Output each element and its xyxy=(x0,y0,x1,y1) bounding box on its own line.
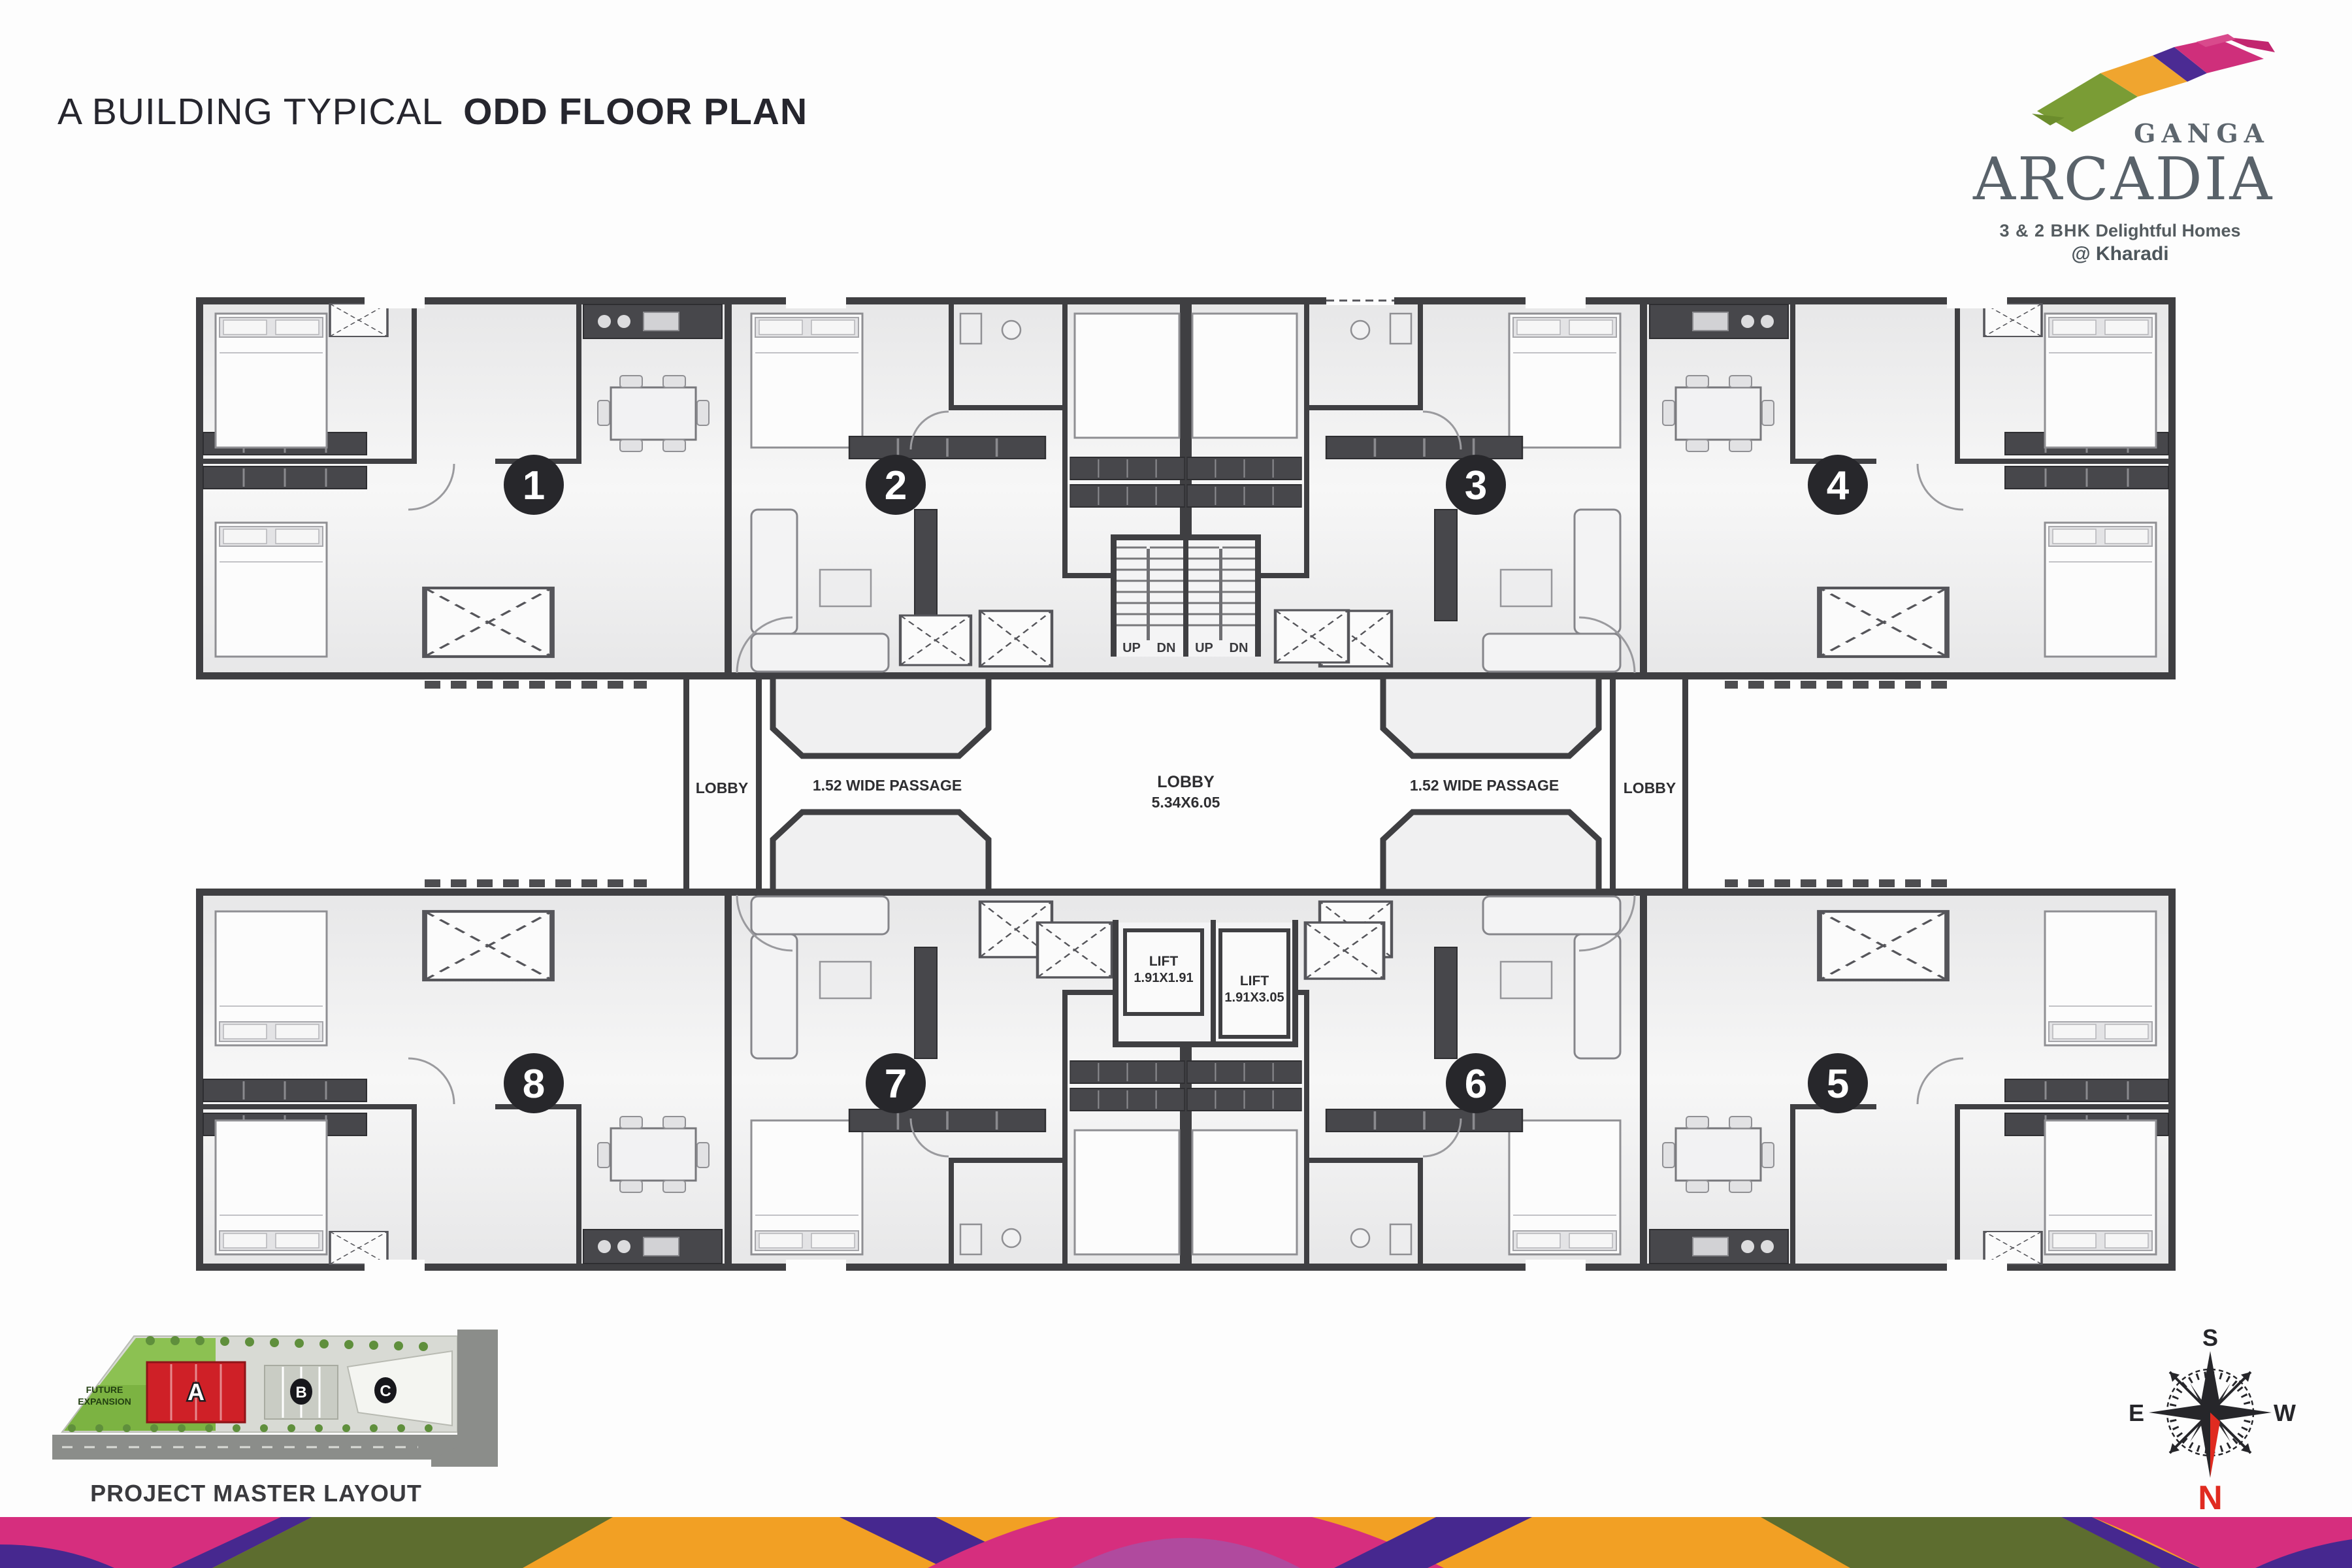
stair-label-up1: UP xyxy=(1122,641,1141,655)
ganga-arcadia-logo: GANGA ARCADIA 3 & 2 BHK Delightful Homes… xyxy=(1967,33,2280,265)
building-a-label: A xyxy=(188,1379,204,1405)
footer-wedge-purple-left xyxy=(171,1517,312,1568)
unit-badge-3: 3 xyxy=(1446,455,1506,515)
lobby-left-label: LOBBY xyxy=(696,779,749,796)
brush-magenta-streak1 xyxy=(2223,37,2275,52)
road-right xyxy=(431,1330,498,1467)
compass-east-label: E xyxy=(2129,1399,2144,1426)
svg-text:1: 1 xyxy=(523,463,545,508)
master-layout-caption: PROJECT MASTER LAYOUT xyxy=(90,1480,422,1507)
lift2-dim: 1.91X3.05 xyxy=(1224,990,1284,1005)
unit-badges: 1 2 3 4 5 6 7 8 xyxy=(504,455,1868,1113)
logo-name: ARCADIA xyxy=(1973,145,2274,214)
lobby-center-label: LOBBY xyxy=(1157,773,1215,791)
passage-left-label: 1.52 WIDE PASSAGE xyxy=(813,777,962,794)
brush-orange xyxy=(2100,56,2187,97)
stair-label-dn2: DN xyxy=(1230,641,1249,655)
unit-badge-6: 6 xyxy=(1446,1053,1506,1113)
footer-arch-inner xyxy=(1071,1538,1300,1568)
svg-text:6: 6 xyxy=(1465,1062,1487,1107)
top-wing xyxy=(196,293,2176,685)
lobby-center-dim: 5.34X6.05 xyxy=(1152,794,1220,811)
svg-text:4: 4 xyxy=(1827,463,1850,508)
future-expansion-label2: EXPANSION xyxy=(78,1396,131,1407)
brush-purple xyxy=(2153,47,2207,82)
passage-room-top-right xyxy=(1383,676,1599,756)
lift-block: LIFT 1.91X1.91 LIFT 1.91X3.05 xyxy=(1113,920,1298,1047)
logo-tagline-rest: Delightful Homes xyxy=(2091,221,2241,240)
building-b-footprint: B xyxy=(264,1365,338,1420)
brush-magenta-streak2 xyxy=(2197,34,2236,47)
footer-wedge-purple-cr xyxy=(1334,1517,1532,1568)
passage-room-bottom-right xyxy=(1383,812,1599,892)
tree-row-icons xyxy=(68,1336,433,1432)
unit-badge-8: 8 xyxy=(504,1053,564,1113)
stair-label-up2: UP xyxy=(1195,641,1213,655)
footer-wedge-purple-right xyxy=(2061,1517,2200,1568)
passage-right-label: 1.52 WIDE PASSAGE xyxy=(1410,777,1559,794)
svg-text:8: 8 xyxy=(523,1062,545,1107)
logo-tagline-bold: 3 & 2 BHK xyxy=(1999,221,2091,240)
footer-band-green-right xyxy=(1761,1517,2163,1568)
footer-accent-purple-left xyxy=(0,1544,114,1568)
passage-room-bottom-left xyxy=(773,812,988,892)
compass-south-label: S xyxy=(2202,1324,2218,1351)
logo-location: @ Kharadi xyxy=(2071,243,2169,265)
svg-text:7: 7 xyxy=(885,1062,907,1107)
svg-text:5: 5 xyxy=(1827,1062,1849,1107)
passage-room-top-left xyxy=(773,676,988,756)
svg-text:3: 3 xyxy=(1465,463,1487,508)
footer-accent-purple-right xyxy=(2255,1539,2352,1568)
brush-green-tail xyxy=(2032,114,2065,125)
unit-badge-7: 7 xyxy=(866,1053,926,1113)
building-a-footprint: A xyxy=(146,1361,246,1424)
page-title: A BUILDING TYPICAL ODD FLOOR PLAN xyxy=(57,90,808,133)
lift2-label: LIFT xyxy=(1240,973,1269,988)
compass-rose-icon: S E W N xyxy=(2129,1324,2296,1517)
building-c-footprint: C xyxy=(346,1350,453,1427)
unit-badge-5: 5 xyxy=(1808,1053,1868,1113)
logo-brand: GANGA xyxy=(2134,119,2270,149)
page-title-regular: A BUILDING TYPICAL xyxy=(57,91,444,133)
building-c-label: C xyxy=(380,1382,391,1400)
building-plan: UP DN UP DN xyxy=(196,293,2176,1275)
unit-badge-1: 1 xyxy=(504,455,564,515)
staircase: UP DN UP DN xyxy=(1111,534,1261,657)
footer-band-green-left xyxy=(212,1517,613,1568)
lift1-label: LIFT xyxy=(1149,954,1178,969)
building-b-label: B xyxy=(295,1384,306,1401)
compass-north-label: N xyxy=(2198,1479,2223,1517)
project-master-layout: A B C FUTURE EXPANSION PROJECT MASTER LA xyxy=(52,1330,498,1507)
future-expansion-label1: FUTURE xyxy=(86,1384,123,1395)
footer-wave xyxy=(0,1517,2352,1568)
compass-west-label: W xyxy=(2274,1399,2296,1426)
page-title-bold: ODD FLOOR PLAN xyxy=(463,91,808,133)
logo-brushstroke-icon xyxy=(2032,34,2275,132)
lobby-right-label: LOBBY xyxy=(1624,779,1676,796)
logo-tagline: 3 & 2 BHK Delightful Homes xyxy=(1980,221,2261,241)
lift1-dim: 1.91X1.91 xyxy=(1134,971,1193,985)
stair-label-dn1: DN xyxy=(1157,641,1176,655)
brush-green xyxy=(2037,73,2138,132)
svg-text:2: 2 xyxy=(885,463,907,508)
unit-badge-4: 4 xyxy=(1808,455,1868,515)
brush-magenta xyxy=(2174,38,2264,73)
unit-badge-2: 2 xyxy=(866,455,926,515)
central-core: UP DN UP DN xyxy=(683,534,1688,1047)
